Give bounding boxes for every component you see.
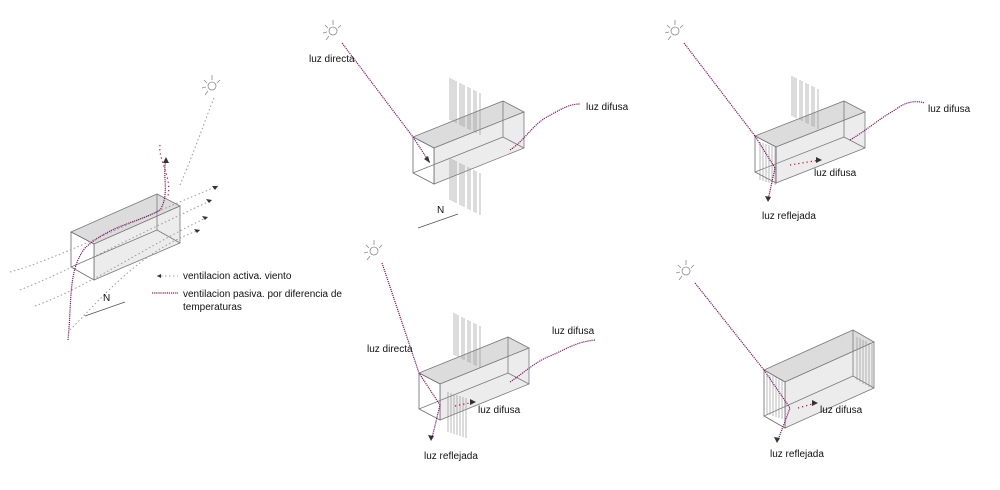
light-rays (694, 282, 818, 443)
light-diagram-bottom-right: luz difusa luz reflejada (675, 260, 875, 460)
legend-pasiva-label-line2: temperaturas (183, 302, 242, 313)
building-box (412, 100, 525, 185)
label-luz-difusa-interior: luz difusa (814, 168, 857, 179)
label-luz-directa: luz directa (309, 54, 355, 65)
legend-activa-label: ventilacion activa. viento (183, 271, 292, 282)
legend-item-activa: ventilacion activa. viento (157, 271, 292, 282)
sun-icon (363, 240, 383, 261)
label-luz-difusa: luz difusa (586, 102, 629, 113)
building-box (70, 193, 181, 281)
sun-icon (664, 20, 684, 41)
light-diagram-top-right: luz difusa luz difusa luz reflejada (664, 20, 971, 222)
sun-icon (322, 20, 342, 41)
north-label: N (437, 205, 444, 216)
sun-icon (201, 75, 221, 96)
label-luz-difusa: luz difusa (928, 104, 971, 115)
label-luz-difusa-interior: luz difusa (478, 405, 521, 416)
north-indicator: N (84, 293, 126, 317)
louvers (449, 78, 481, 215)
louvers (447, 313, 481, 438)
legend-pasiva-label-line1: ventilacion pasiva. por diferencia de (183, 289, 342, 300)
label-luz-reflejada: luz reflejada (762, 211, 816, 222)
label-luz-difusa: luz difusa (552, 326, 595, 337)
building-box (763, 329, 875, 429)
light-diagram-top-middle: N luz directa luz difusa (309, 20, 629, 229)
label-luz-difusa: luz difusa (820, 405, 863, 416)
ventilation-diagram: N ventilacion activa. viento ventilacion… (9, 75, 342, 341)
north-label: N (103, 293, 110, 304)
louvers (759, 76, 819, 185)
light-rays (381, 262, 596, 441)
wind-flow-lines (9, 97, 219, 331)
legend-item-pasiva: ventilacion pasiva. por diferencia de te… (152, 289, 342, 313)
north-indicator: N (417, 205, 459, 229)
label-luz-reflejada: luz reflejada (424, 451, 478, 462)
label-luz-reflejada: luz reflejada (770, 449, 824, 460)
label-luz-directa: luz directa (367, 344, 413, 355)
louvers (766, 337, 873, 419)
light-diagram-bottom-middle: luz directa luz difusa luz difusa luz re… (363, 240, 596, 462)
passive-ventilation-path (67, 144, 170, 341)
light-rays (341, 42, 581, 164)
light-rays (683, 42, 926, 202)
legend: ventilacion activa. viento ventilacion p… (152, 271, 342, 313)
sun-icon (675, 260, 695, 281)
